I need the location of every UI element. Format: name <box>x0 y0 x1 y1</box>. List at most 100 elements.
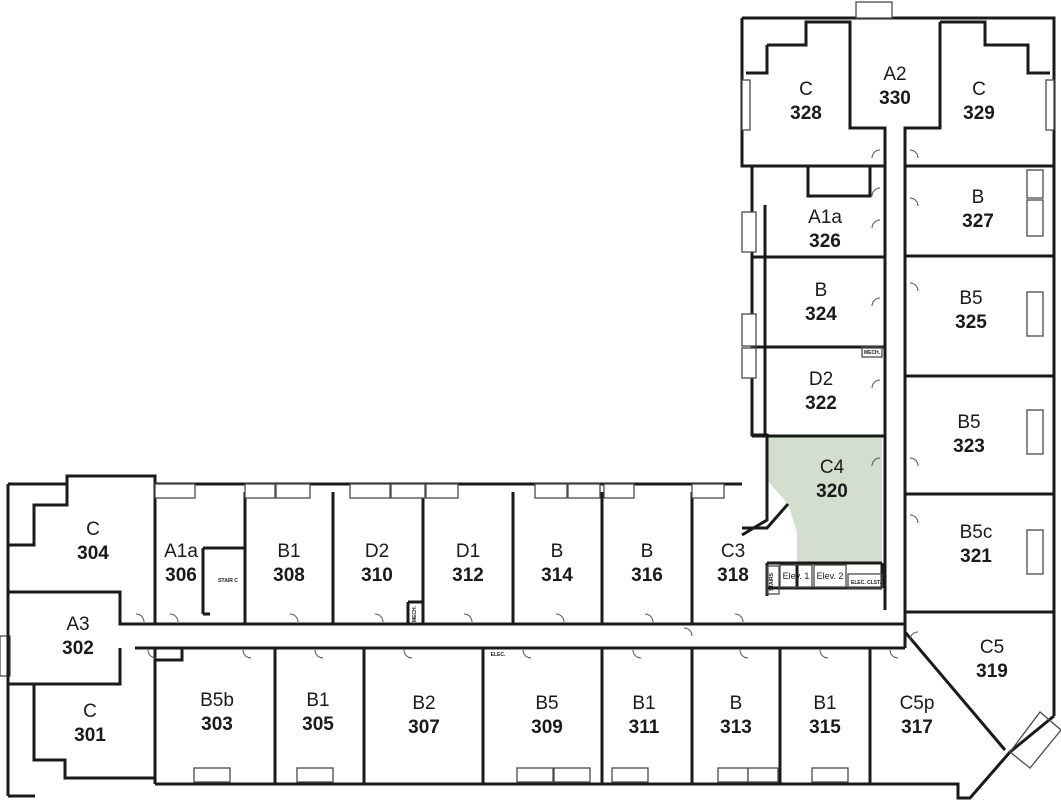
unit-322[interactable]: D2 322 <box>805 369 837 414</box>
unit-301[interactable]: C 301 <box>74 701 106 746</box>
unit-type: B5c <box>960 522 993 543</box>
unit-type: A1a <box>164 541 198 562</box>
unit-type: B5 <box>959 288 982 309</box>
window <box>553 767 591 783</box>
unit-303[interactable]: B5b 303 <box>200 690 234 735</box>
unit-type: B2 <box>412 693 435 714</box>
unit-305[interactable]: B1 305 <box>302 690 334 735</box>
unit-type: D1 <box>456 541 480 562</box>
elevator-2 <box>813 564 847 588</box>
unit-320[interactable]: C4 320 <box>816 457 848 502</box>
window <box>425 483 459 499</box>
unit-321[interactable]: B5c 321 <box>960 522 993 567</box>
window <box>717 767 749 783</box>
unit-number: 329 <box>963 103 995 124</box>
unit-315[interactable]: B1 315 <box>809 693 841 738</box>
unit-number: 314 <box>541 565 573 586</box>
unit-type: B1 <box>277 541 300 562</box>
unit-312[interactable]: D1 312 <box>452 541 484 586</box>
unit-number: 315 <box>809 717 841 738</box>
stairs-box <box>766 565 780 595</box>
unit-302[interactable]: A3 302 <box>62 614 94 659</box>
unit-type: B5 <box>535 693 558 714</box>
unit-type: B <box>815 280 828 301</box>
unit-328[interactable]: C 328 <box>790 79 822 124</box>
window <box>1026 291 1044 337</box>
unit-number: 317 <box>901 717 933 738</box>
elec-label: ELEC. <box>491 652 506 658</box>
wall-east-wing-west <box>750 166 885 438</box>
unit-325[interactable]: B5 325 <box>955 288 987 333</box>
unit-number: 319 <box>976 661 1008 682</box>
elevator-1 <box>779 564 813 588</box>
window <box>154 483 196 499</box>
window <box>296 767 334 783</box>
unit-number: 316 <box>631 565 663 586</box>
unit-318[interactable]: C3 318 <box>717 541 749 586</box>
window <box>516 767 554 783</box>
unit-number: 330 <box>879 88 911 109</box>
unit-number: 312 <box>452 565 484 586</box>
unit-304[interactable]: C 304 <box>77 519 109 564</box>
unit-type: C <box>86 519 100 540</box>
unit-type: A2 <box>883 64 906 85</box>
unit-326[interactable]: A1a 326 <box>808 207 842 252</box>
unit-type: B5b <box>200 690 234 711</box>
unit-type: C5p <box>900 693 935 714</box>
unit-type: B <box>730 693 743 714</box>
unit-type: B <box>972 187 985 208</box>
unit-type: B5 <box>957 412 980 433</box>
unit-329[interactable]: C 329 <box>963 79 995 124</box>
wall-318-angle <box>742 503 790 530</box>
unit-number: 324 <box>805 304 837 325</box>
unit-number: 322 <box>805 393 837 414</box>
window <box>1045 79 1055 131</box>
unit-314[interactable]: B 314 <box>541 541 573 586</box>
unit-number: 301 <box>74 725 106 746</box>
unit-306[interactable]: A1a 306 <box>164 541 198 586</box>
unit-324[interactable]: B 324 <box>805 280 837 325</box>
unit-type: B <box>641 541 654 562</box>
unit-307[interactable]: B2 307 <box>408 693 440 738</box>
unit-number: 313 <box>720 717 752 738</box>
unit-309[interactable]: B5 309 <box>531 693 563 738</box>
window <box>1026 199 1044 237</box>
mech-label: MECH. <box>864 350 881 356</box>
window <box>741 347 757 379</box>
window <box>1026 529 1044 575</box>
unit-type: B1 <box>813 693 836 714</box>
window <box>611 767 649 783</box>
mech-closet <box>861 346 883 358</box>
stairs-label: STAIRS <box>769 572 775 591</box>
wall-west-end <box>6 484 157 796</box>
unit-number: 309 <box>531 717 563 738</box>
unit-323[interactable]: B5 323 <box>953 412 985 457</box>
unit-number: 306 <box>165 565 197 586</box>
unit-330[interactable]: A2 330 <box>879 64 911 109</box>
unit-313[interactable]: B 313 <box>720 693 752 738</box>
unit-number: 307 <box>408 717 440 738</box>
window <box>747 767 779 783</box>
unit-311[interactable]: B1 311 <box>629 693 660 738</box>
unit-327[interactable]: B 327 <box>962 187 994 232</box>
mech-small-label: MECH. <box>412 605 418 622</box>
wall-corner-units <box>868 612 1055 800</box>
unit-308[interactable]: B1 308 <box>273 541 305 586</box>
unit-number: 327 <box>962 211 994 232</box>
door-swings <box>135 149 919 659</box>
unit-type: C4 <box>820 457 845 478</box>
window <box>691 483 725 499</box>
window <box>811 767 849 783</box>
unit-316[interactable]: B 316 <box>631 541 663 586</box>
unit-number: 308 <box>273 565 305 586</box>
wall-north-wing <box>746 20 1054 168</box>
window <box>0 635 11 677</box>
unit-number: 321 <box>960 546 992 567</box>
window <box>741 211 757 253</box>
unit-319[interactable]: C5 319 <box>976 637 1008 682</box>
wall-corridor-east-wing <box>883 148 907 612</box>
unit-310[interactable]: D2 310 <box>361 541 393 586</box>
unit-number: 304 <box>77 543 109 564</box>
unit-number: 323 <box>953 436 985 457</box>
unit-317[interactable]: C5p 317 <box>900 693 935 738</box>
